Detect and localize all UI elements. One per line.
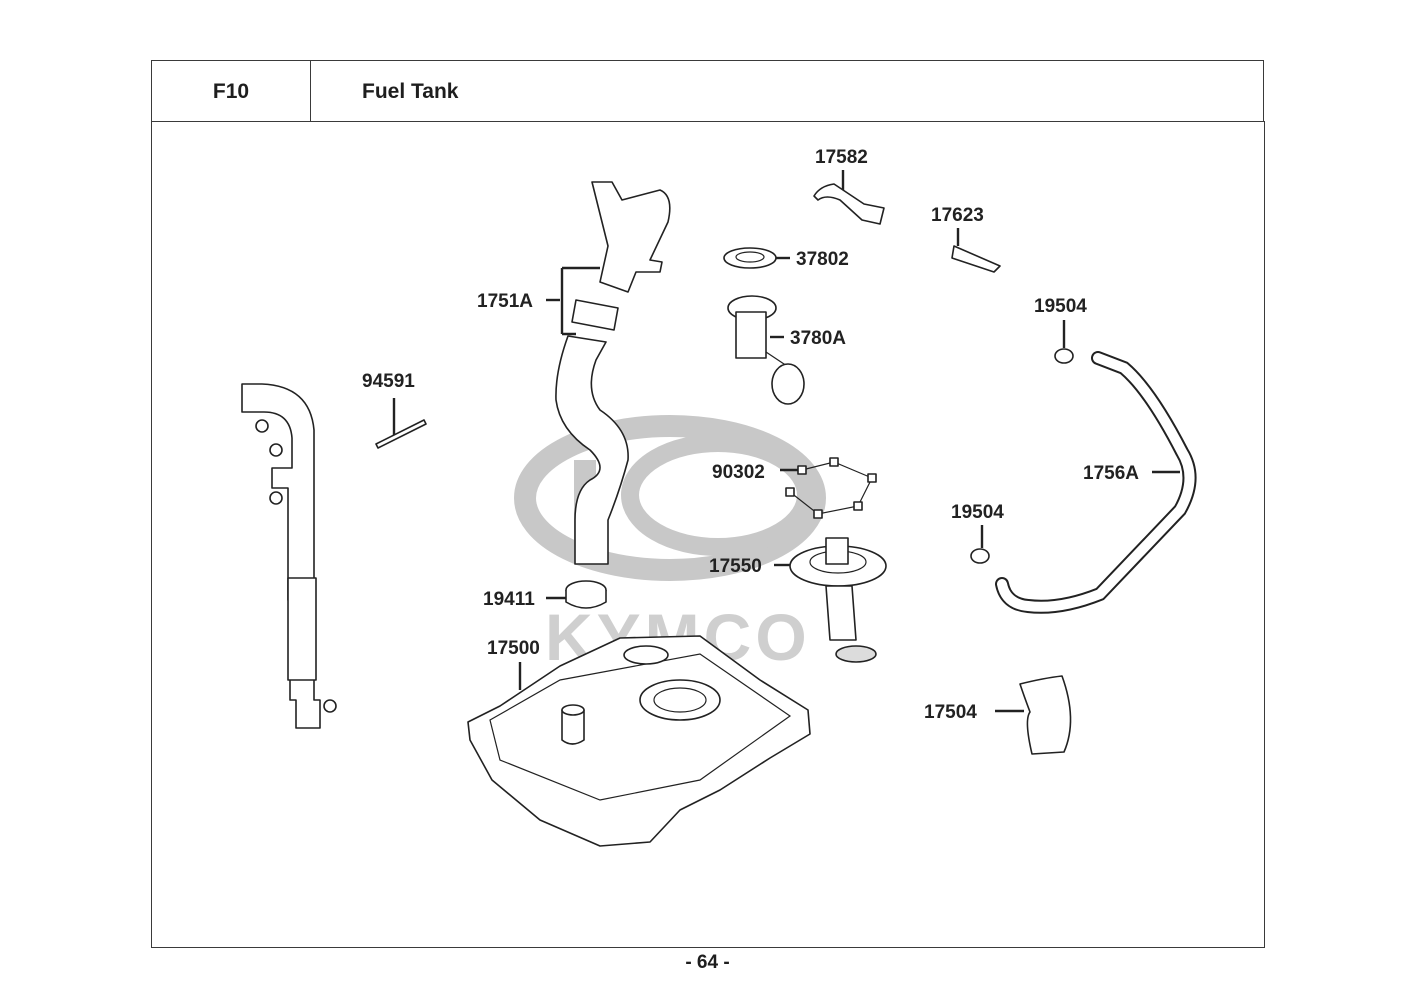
part-label-19411: 19411 [483, 589, 535, 610]
part-left-pipe [241, 383, 337, 729]
part-label-17550: 17550 [709, 556, 762, 577]
part-19504-top: 19504 [1034, 296, 1087, 364]
part-label-37802: 37802 [796, 249, 849, 270]
part-17623: 17623 [931, 205, 1001, 273]
part-1756A: 1756A [995, 351, 1197, 614]
part-17500: 17500 [467, 635, 811, 847]
part-label-19504-top: 19504 [1034, 296, 1087, 317]
part-19411: 19411 [483, 580, 607, 610]
part-17504: 17504 [924, 675, 1072, 755]
part-label-1751A: 1751A [477, 291, 533, 312]
section-header: F10 Fuel Tank [151, 60, 1264, 122]
part-label-19504-bottom: 19504 [951, 502, 1004, 523]
part-label-17623: 17623 [931, 205, 984, 226]
diagram-frame [151, 121, 1265, 948]
part-label-3780A: 3780A [790, 328, 846, 349]
part-17550: 17550 [709, 537, 887, 663]
part-label-90302: 90302 [712, 462, 765, 483]
part-label-17582: 17582 [815, 147, 868, 168]
part-1751A: 1751A [477, 181, 671, 565]
part-94591: 94591 [362, 371, 427, 449]
part-label-1756A: 1756A [1083, 463, 1139, 484]
pin-shape [375, 419, 427, 449]
page-number: - 64 - [685, 952, 730, 973]
part-3780A: 3780A [727, 295, 846, 405]
part-90302: 90302 [712, 457, 877, 519]
part-17582: 17582 [813, 147, 885, 225]
section-title: Fuel Tank [362, 79, 459, 103]
part-37802: 37802 [723, 247, 849, 270]
part-label-17504: 17504 [924, 702, 977, 723]
part-19504-bottom: 19504 [951, 502, 1004, 564]
watermark-ring [514, 415, 826, 581]
part-label-94591: 94591 [362, 371, 415, 392]
part-label-17500: 17500 [487, 638, 540, 659]
section-code: F10 [152, 61, 311, 122]
watermark-c [621, 434, 815, 556]
